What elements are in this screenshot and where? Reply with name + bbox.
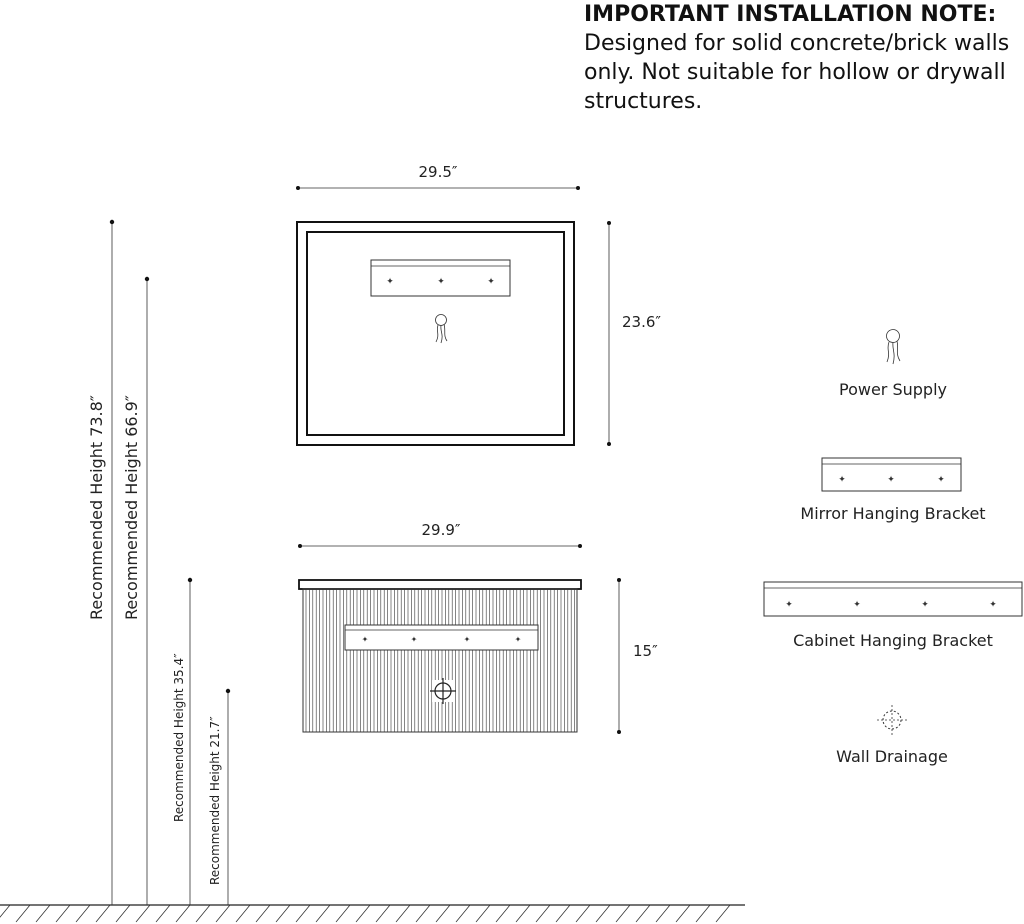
- mirror-width-dimension: [296, 186, 580, 190]
- legend-cabinet-bracket-icon: ✦ ✦ ✦ ✦: [763, 581, 1023, 617]
- mirror-height-dimension: [607, 221, 611, 446]
- cabinet-width-dimension: [298, 544, 582, 548]
- legend-power-supply-label: Power Supply: [839, 380, 947, 399]
- svg-text:✦: ✦: [411, 635, 418, 644]
- svg-text:✦: ✦: [515, 635, 522, 644]
- legend-mirror-bracket-icon: ✦ ✦ ✦: [821, 457, 962, 492]
- recommended-height-66-9-label: Recommended Height 66.9″: [122, 395, 141, 620]
- installation-note-heading: IMPORTANT INSTALLATION NOTE:: [584, 2, 997, 27]
- svg-text:✦: ✦: [464, 635, 471, 644]
- svg-text:✦: ✦: [853, 600, 861, 610]
- cabinet-hanging-bracket: ✦ ✦ ✦ ✦: [344, 624, 539, 651]
- height-line-35-4: [187, 577, 193, 905]
- cabinet-height-dimension: [617, 578, 621, 734]
- height-line-73-8: [109, 219, 115, 905]
- legend-cabinet-bracket-label: Cabinet Hanging Bracket: [793, 631, 993, 650]
- recommended-height-21-7-label: Recommended Height 21.7″: [208, 716, 222, 885]
- svg-text:✦: ✦: [362, 635, 369, 644]
- svg-text:✦: ✦: [937, 475, 945, 485]
- recommended-height-73-8-label: Recommended Height 73.8″: [87, 395, 106, 620]
- svg-text:✦: ✦: [487, 277, 495, 287]
- floor: [0, 904, 745, 923]
- svg-text:✦: ✦: [838, 475, 846, 485]
- legend-wall-drainage-label: Wall Drainage: [836, 747, 948, 766]
- svg-text:✦: ✦: [989, 600, 997, 610]
- svg-text:✦: ✦: [921, 600, 929, 610]
- height-line-21-7: [225, 688, 231, 905]
- legend-mirror-bracket-label: Mirror Hanging Bracket: [800, 504, 985, 523]
- svg-text:✦: ✦: [785, 600, 793, 610]
- svg-text:✦: ✦: [887, 475, 895, 485]
- height-line-66-9: [144, 276, 150, 905]
- power-supply-icon: [435, 314, 448, 344]
- mirror-hanging-bracket: ✦ ✦ ✦: [370, 259, 511, 297]
- installation-note-body: Designed for solid concrete/brick walls …: [584, 31, 1010, 114]
- cabinet-height-label: 15″: [633, 642, 658, 660]
- cabinet: [298, 579, 582, 733]
- mirror-height-label: 23.6″: [622, 313, 661, 331]
- mirror: [296, 221, 575, 446]
- cabinet-width-label: 29.9″: [421, 521, 460, 539]
- svg-text:✦: ✦: [437, 277, 445, 287]
- wall-drainage-icon: [430, 678, 456, 704]
- svg-text:✦: ✦: [386, 277, 394, 287]
- legend-power-supply-icon: [886, 329, 901, 365]
- mirror-width-label: 29.5″: [418, 163, 457, 181]
- installation-note: IMPORTANT INSTALLATION NOTE: Designed fo…: [584, 0, 1014, 116]
- legend-wall-drainage-icon: [877, 705, 907, 735]
- recommended-height-35-4-label: Recommended Height 35.4″: [172, 653, 186, 822]
